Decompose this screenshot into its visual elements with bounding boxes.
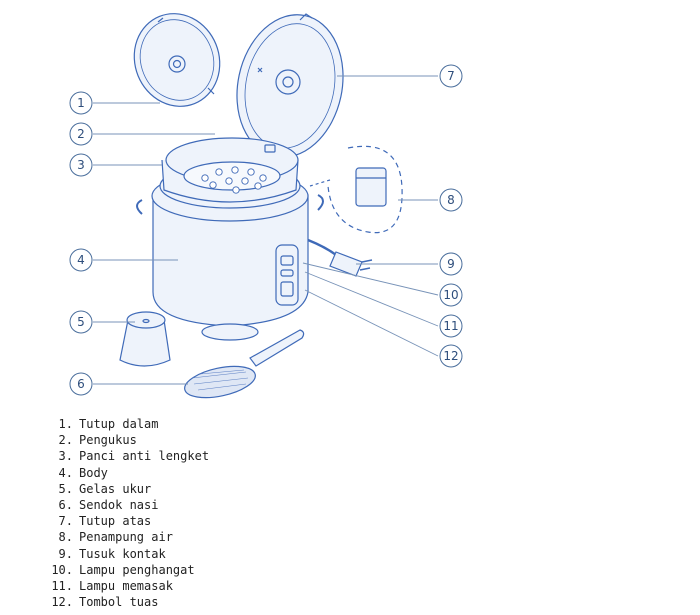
item-label: Tusuk kontak bbox=[79, 546, 166, 561]
item-label: Lampu penghangat bbox=[79, 562, 195, 577]
item-number: 12. bbox=[51, 595, 73, 610]
parts-list-item: 12. Tombol tuas bbox=[45, 594, 209, 610]
item-number: 2. bbox=[58, 433, 73, 448]
svg-text:12: 12 bbox=[443, 349, 458, 363]
rice-cooker-diagram: 1 2 3 4 5 6 7 8 9 10 11 12 bbox=[69, 13, 463, 399]
callout-2: 2 bbox=[69, 122, 93, 146]
callout-11: 11 bbox=[439, 314, 463, 338]
svg-text:8: 8 bbox=[447, 193, 455, 207]
item-label: Panci anti lengket bbox=[79, 449, 210, 464]
callout-9: 9 bbox=[439, 252, 463, 276]
callout-4: 4 bbox=[69, 248, 93, 272]
callouts: 1 2 3 4 5 6 7 8 9 10 11 12 bbox=[69, 64, 463, 396]
callout-5: 5 bbox=[69, 310, 93, 334]
parts-list: 1. Tutup dalam 2. Pengukus 3. Panci anti le… bbox=[45, 416, 209, 610]
callout-7: 7 bbox=[439, 64, 463, 88]
water-collector-illustration bbox=[309, 145, 403, 234]
rice-spoon-illustration bbox=[184, 329, 305, 399]
parts-list-item: 8. Penampung air bbox=[45, 529, 209, 545]
item-label: Sendok nasi bbox=[79, 497, 159, 512]
item-label: Tutup atas bbox=[79, 514, 152, 529]
svg-text:4: 4 bbox=[77, 253, 85, 267]
parts-list-item: 6. Sendok nasi bbox=[45, 497, 209, 513]
callout-8: 8 bbox=[439, 188, 463, 212]
item-label: Tombol tuas bbox=[79, 595, 159, 610]
callout-6: 6 bbox=[69, 372, 93, 396]
parts-list-item: 7. Tutup atas bbox=[45, 513, 209, 529]
item-number: 3. bbox=[58, 449, 73, 464]
power-plug-illustration bbox=[307, 238, 373, 277]
svg-text:1: 1 bbox=[77, 96, 85, 110]
svg-text:2: 2 bbox=[77, 127, 85, 141]
parts-list-item: 5. Gelas ukur bbox=[45, 481, 209, 497]
parts-list-item: 11. Lampu memasak bbox=[45, 578, 209, 594]
item-label: Body bbox=[79, 465, 108, 480]
callout-12: 12 bbox=[439, 344, 463, 368]
svg-text:9: 9 bbox=[447, 257, 455, 271]
inner-lid-illustration bbox=[133, 13, 221, 107]
item-label: Pengukus bbox=[79, 433, 137, 448]
body-illustration bbox=[136, 137, 324, 341]
parts-list-item: 10. Lampu penghangat bbox=[45, 562, 209, 578]
item-label: Penampung air bbox=[79, 530, 173, 545]
item-number: 4. bbox=[58, 465, 73, 480]
item-number: 11. bbox=[51, 578, 73, 593]
callout-1: 1 bbox=[69, 91, 93, 115]
svg-text:3: 3 bbox=[77, 158, 85, 172]
parts-list-item: 4. Body bbox=[45, 465, 209, 481]
measuring-cup-illustration bbox=[119, 311, 171, 367]
item-label: Gelas ukur bbox=[79, 481, 152, 496]
item-number: 9. bbox=[58, 546, 73, 561]
item-number: 6. bbox=[58, 497, 73, 512]
item-number: 8. bbox=[58, 530, 73, 545]
item-label: Lampu memasak bbox=[79, 578, 173, 593]
item-number: 1. bbox=[58, 417, 73, 431]
svg-text:5: 5 bbox=[77, 315, 85, 329]
parts-list-item: 3. Panci anti lengket bbox=[45, 448, 210, 464]
parts-list-item: 2. Pengukus bbox=[45, 432, 209, 448]
parts-list-item: 9. Tusuk kontak bbox=[45, 546, 209, 562]
svg-text:7: 7 bbox=[447, 69, 455, 83]
callout-10: 10 bbox=[439, 283, 463, 307]
item-number: 10. bbox=[51, 562, 73, 577]
item-number: 5. bbox=[58, 481, 73, 496]
item-number: 7. bbox=[58, 514, 73, 529]
item-label: Tutup dalam bbox=[79, 417, 159, 431]
svg-text:6: 6 bbox=[77, 377, 85, 391]
parts-list-item: 1. Tutup dalam bbox=[45, 416, 209, 432]
svg-text:10: 10 bbox=[443, 288, 458, 302]
callout-3: 3 bbox=[69, 153, 93, 177]
svg-text:11: 11 bbox=[443, 319, 458, 333]
